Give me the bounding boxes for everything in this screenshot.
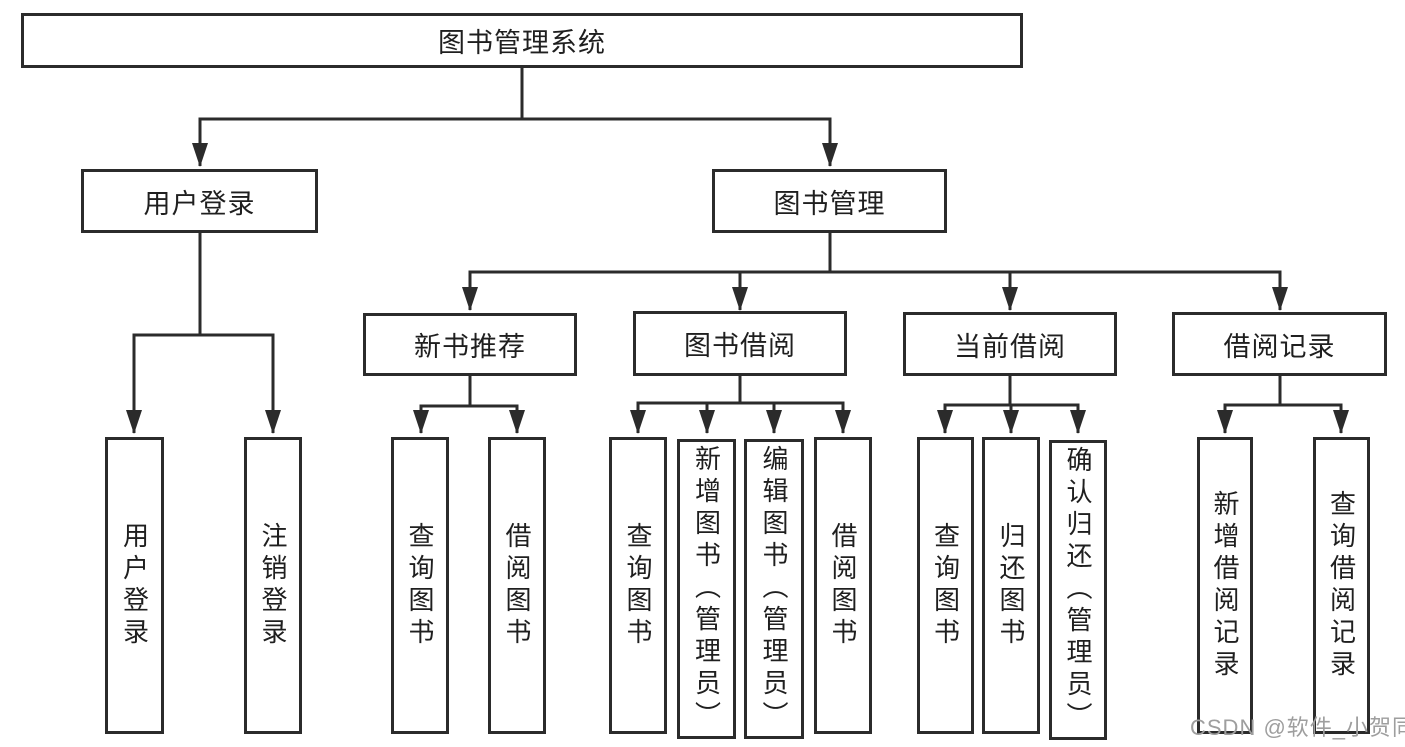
csdn-watermark: CSDN @软件_小贺同学 (1190, 715, 1405, 740)
node-label: 注销登录 (258, 521, 288, 650)
node-label: 借阅图书 (828, 521, 858, 650)
node-borrowing-records: 借阅记录 (1172, 312, 1387, 376)
leaf-logout: 注销登录 (244, 437, 302, 734)
node-new-book-recommend: 新书推荐 (363, 313, 577, 376)
leaf-query-books-recommend: 查询图书 (391, 437, 449, 734)
node-label: 查询图书 (930, 521, 961, 650)
node-label: 图书管理 (773, 188, 886, 219)
leaf-confirm-return-admin: 确认归还（管理员） (1049, 440, 1107, 740)
node-current-borrowing: 当前借阅 (903, 312, 1117, 376)
node-label: 用户登录 (119, 521, 150, 650)
leaf-return-books: 归还图书 (982, 437, 1040, 734)
node-label: 新书推荐 (414, 332, 526, 362)
leaf-query-books-borrowing: 查询图书 (609, 437, 667, 734)
node-label: 查询图书 (623, 521, 653, 650)
connector-arrows (126, 119, 1349, 434)
node-label: 图书管理系统 (438, 28, 606, 58)
leaf-user-login: 用户登录 (105, 437, 164, 734)
node-label: 借阅记录 (1223, 331, 1336, 362)
leaf-borrow-books-recommend: 借阅图书 (488, 437, 546, 734)
leaf-query-books-current: 查询图书 (917, 437, 974, 734)
leaf-add-borrow-record: 新增借阅记录 (1197, 437, 1253, 734)
node-label: 归还图书 (996, 521, 1026, 650)
node-label: 新增图书（管理员） (691, 445, 722, 733)
node-label: 查询图书 (405, 521, 435, 650)
node-book-borrowing: 图书借阅 (633, 311, 847, 376)
node-label: 借阅图书 (502, 521, 532, 650)
node-label: 图书借阅 (684, 331, 796, 361)
connector-trunk-lines (132, 66, 1343, 408)
leaf-query-borrow-record: 查询借阅记录 (1313, 437, 1370, 734)
node-label: 查询借阅记录 (1326, 489, 1357, 682)
node-system-root: 图书管理系统 (21, 13, 1023, 68)
node-label: 确认归还（管理员） (1063, 446, 1093, 734)
node-book-management: 图书管理 (712, 169, 947, 233)
node-label: 当前借阅 (954, 331, 1066, 362)
node-label: 用户登录 (143, 188, 256, 219)
leaf-edit-book-admin: 编辑图书（管理员） (744, 439, 804, 739)
node-user-login: 用户登录 (81, 169, 318, 233)
node-label: 编辑图书（管理员） (759, 445, 789, 733)
leaf-add-book-admin: 新增图书（管理员） (677, 439, 736, 739)
leaf-borrow-books-borrowing: 借阅图书 (814, 437, 872, 734)
node-label: 新增借阅记录 (1210, 489, 1240, 682)
